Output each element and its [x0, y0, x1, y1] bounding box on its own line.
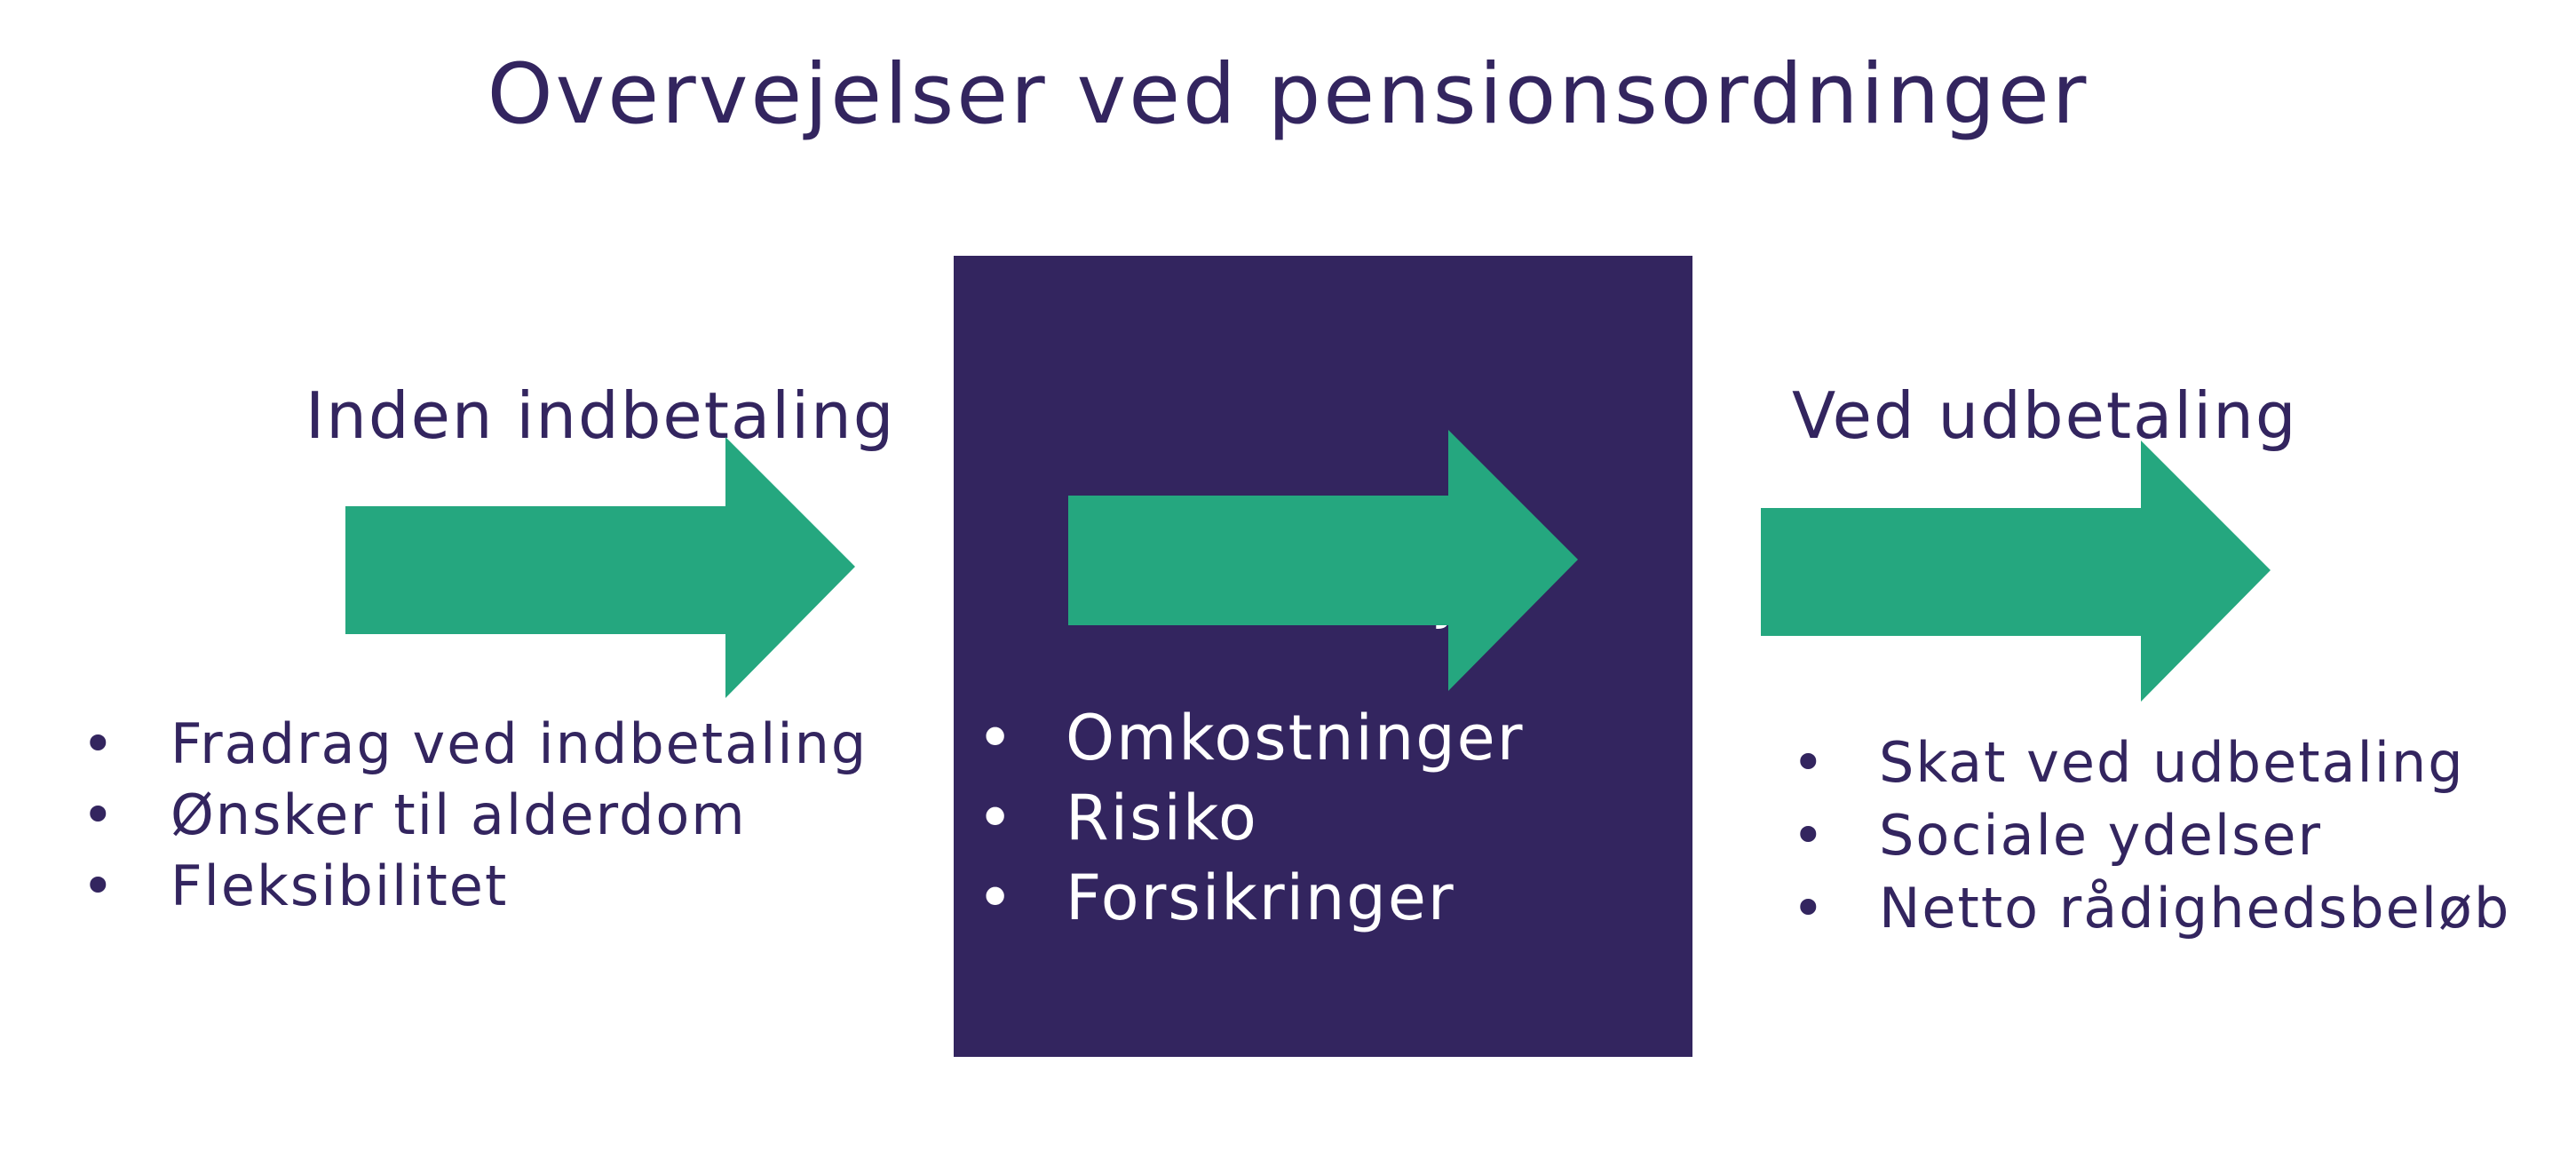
bullet-icon: • — [977, 702, 1016, 774]
bullet-icon: • — [1792, 730, 1827, 795]
bullet-icon: • — [82, 853, 116, 918]
bullet-icon: • — [1792, 876, 1827, 941]
stage-label-inden-indbetaling: Inden indbetaling — [305, 378, 896, 453]
list-item: •Sociale ydelser — [1792, 799, 2510, 872]
bullet-icon: • — [977, 861, 1016, 934]
list-item: •Skat ved udbetaling — [1792, 726, 2510, 799]
list-item: •Netto rådighedsbeløb — [1792, 872, 2510, 945]
bullet-icon: • — [1792, 803, 1827, 868]
arrow-right-icon — [1068, 430, 1578, 691]
bullet-list-undervejs: •Omkostninger •Risiko •Forsikringer — [977, 698, 1525, 938]
list-item: •Fleksibilitet — [82, 851, 868, 922]
list-item: •Ønsker til alderdom — [82, 780, 868, 851]
diagram-title: Overvejelser ved pensionsordninger — [487, 46, 2089, 143]
stage-label-ved-udbetaling: Ved udbetaling — [1792, 378, 2298, 453]
bullet-list-inden-indbetaling: •Fradrag ved indbetaling •Ønsker til ald… — [82, 709, 868, 922]
list-item: •Risiko — [977, 778, 1525, 858]
list-item: •Forsikringer — [977, 858, 1525, 938]
arrow-right-icon — [345, 437, 855, 698]
bullet-icon: • — [82, 782, 116, 847]
bullet-icon: • — [82, 711, 116, 776]
arrow-ved-udbetaling — [1761, 441, 2271, 702]
arrow-inden-indbetaling — [345, 437, 855, 698]
bullet-list-ved-udbetaling: •Skat ved udbetaling •Sociale ydelser •N… — [1792, 726, 2510, 945]
stage-box-undervejs: Undervejs — [954, 256, 1692, 1057]
arrow-undervejs — [1068, 430, 1578, 691]
list-item: •Omkostninger — [977, 698, 1525, 778]
list-item: •Fradrag ved indbetaling — [82, 709, 868, 780]
arrow-right-icon — [1761, 441, 2271, 702]
bullet-icon: • — [977, 782, 1016, 854]
